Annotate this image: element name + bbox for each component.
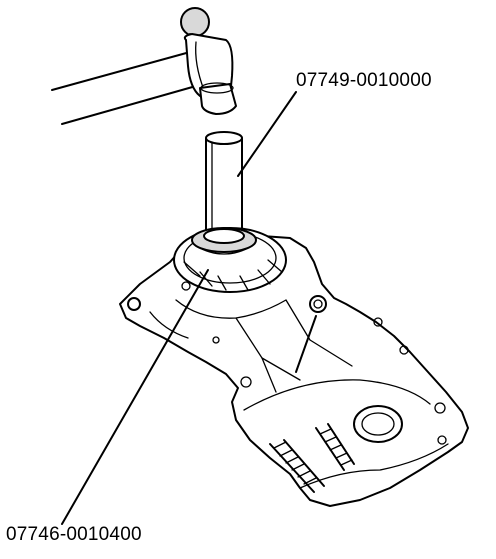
leader-driver <box>237 91 297 177</box>
hammer-face <box>199 83 237 115</box>
hammer-ball-peen <box>180 7 210 37</box>
spring-right <box>315 423 355 471</box>
leader-lines <box>61 91 317 525</box>
mount-hole-left <box>127 297 141 311</box>
cover-outline <box>119 231 469 507</box>
lower-bore <box>353 405 403 443</box>
hammer-handle <box>51 51 191 91</box>
transmission-cover <box>119 227 469 507</box>
spring-left <box>269 439 325 493</box>
leader-cover <box>295 315 317 373</box>
driver-tool <box>205 131 243 233</box>
hammer-icon <box>51 7 237 125</box>
attachment-part-number-label: 07746-0010400 <box>6 524 142 545</box>
mount-hole-right <box>309 295 327 313</box>
leader-attachment <box>61 269 209 525</box>
driver-part-number-label: 07749-0010000 <box>296 70 432 91</box>
